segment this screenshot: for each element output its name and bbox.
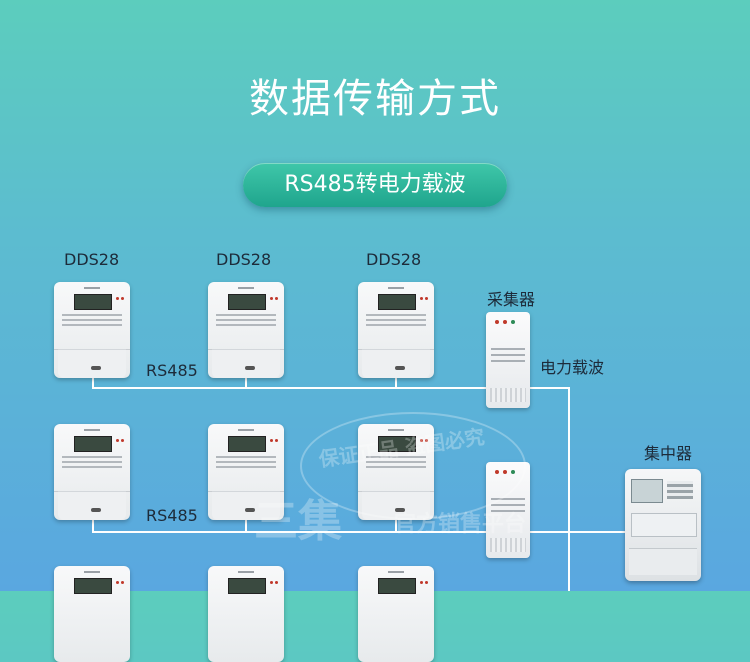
watermark-seal: [300, 412, 526, 520]
watermark-brand: 三集: [254, 496, 342, 547]
drop-row2-b: [245, 520, 247, 532]
watermark-tagline: 官方销售平台: [394, 512, 527, 537]
bus-wire-row1: [92, 387, 570, 389]
drop-row1-c: [395, 378, 397, 388]
electric-meter-icon: [208, 424, 284, 520]
drop-row1-a: [92, 378, 94, 388]
transmission-mode-pill: RS485转电力载波: [243, 163, 507, 207]
rs485-label-1: RS485: [146, 361, 198, 380]
page-title: 数据传输方式: [249, 76, 501, 122]
electric-meter-icon: [208, 566, 284, 662]
electric-meter-icon: [54, 424, 130, 520]
electric-meter-icon: [358, 566, 434, 662]
drop-row2-a: [92, 520, 94, 532]
meter-label-2: DDS28: [216, 250, 272, 269]
carrier-label: 电力载波: [540, 358, 605, 377]
drop-row2-c: [395, 520, 397, 532]
bus-wire-row2: [92, 531, 570, 533]
meter-label-3: DDS28: [366, 250, 422, 269]
carrier-trunk: [568, 387, 570, 591]
drop-row1-b: [245, 378, 247, 388]
electric-meter-icon: [54, 566, 130, 662]
collector-label: 采集器: [487, 290, 536, 309]
electric-meter-icon: [358, 282, 434, 378]
meter-label-1: DDS28: [64, 250, 120, 269]
concentrator-label: 集中器: [644, 444, 693, 463]
collector-device-icon: [486, 312, 530, 408]
concentrator-link: [568, 531, 626, 533]
rs485-label-2: RS485: [146, 506, 198, 525]
concentrator-device-icon: [625, 469, 701, 581]
electric-meter-icon: [54, 282, 130, 378]
electric-meter-icon: [208, 282, 284, 378]
